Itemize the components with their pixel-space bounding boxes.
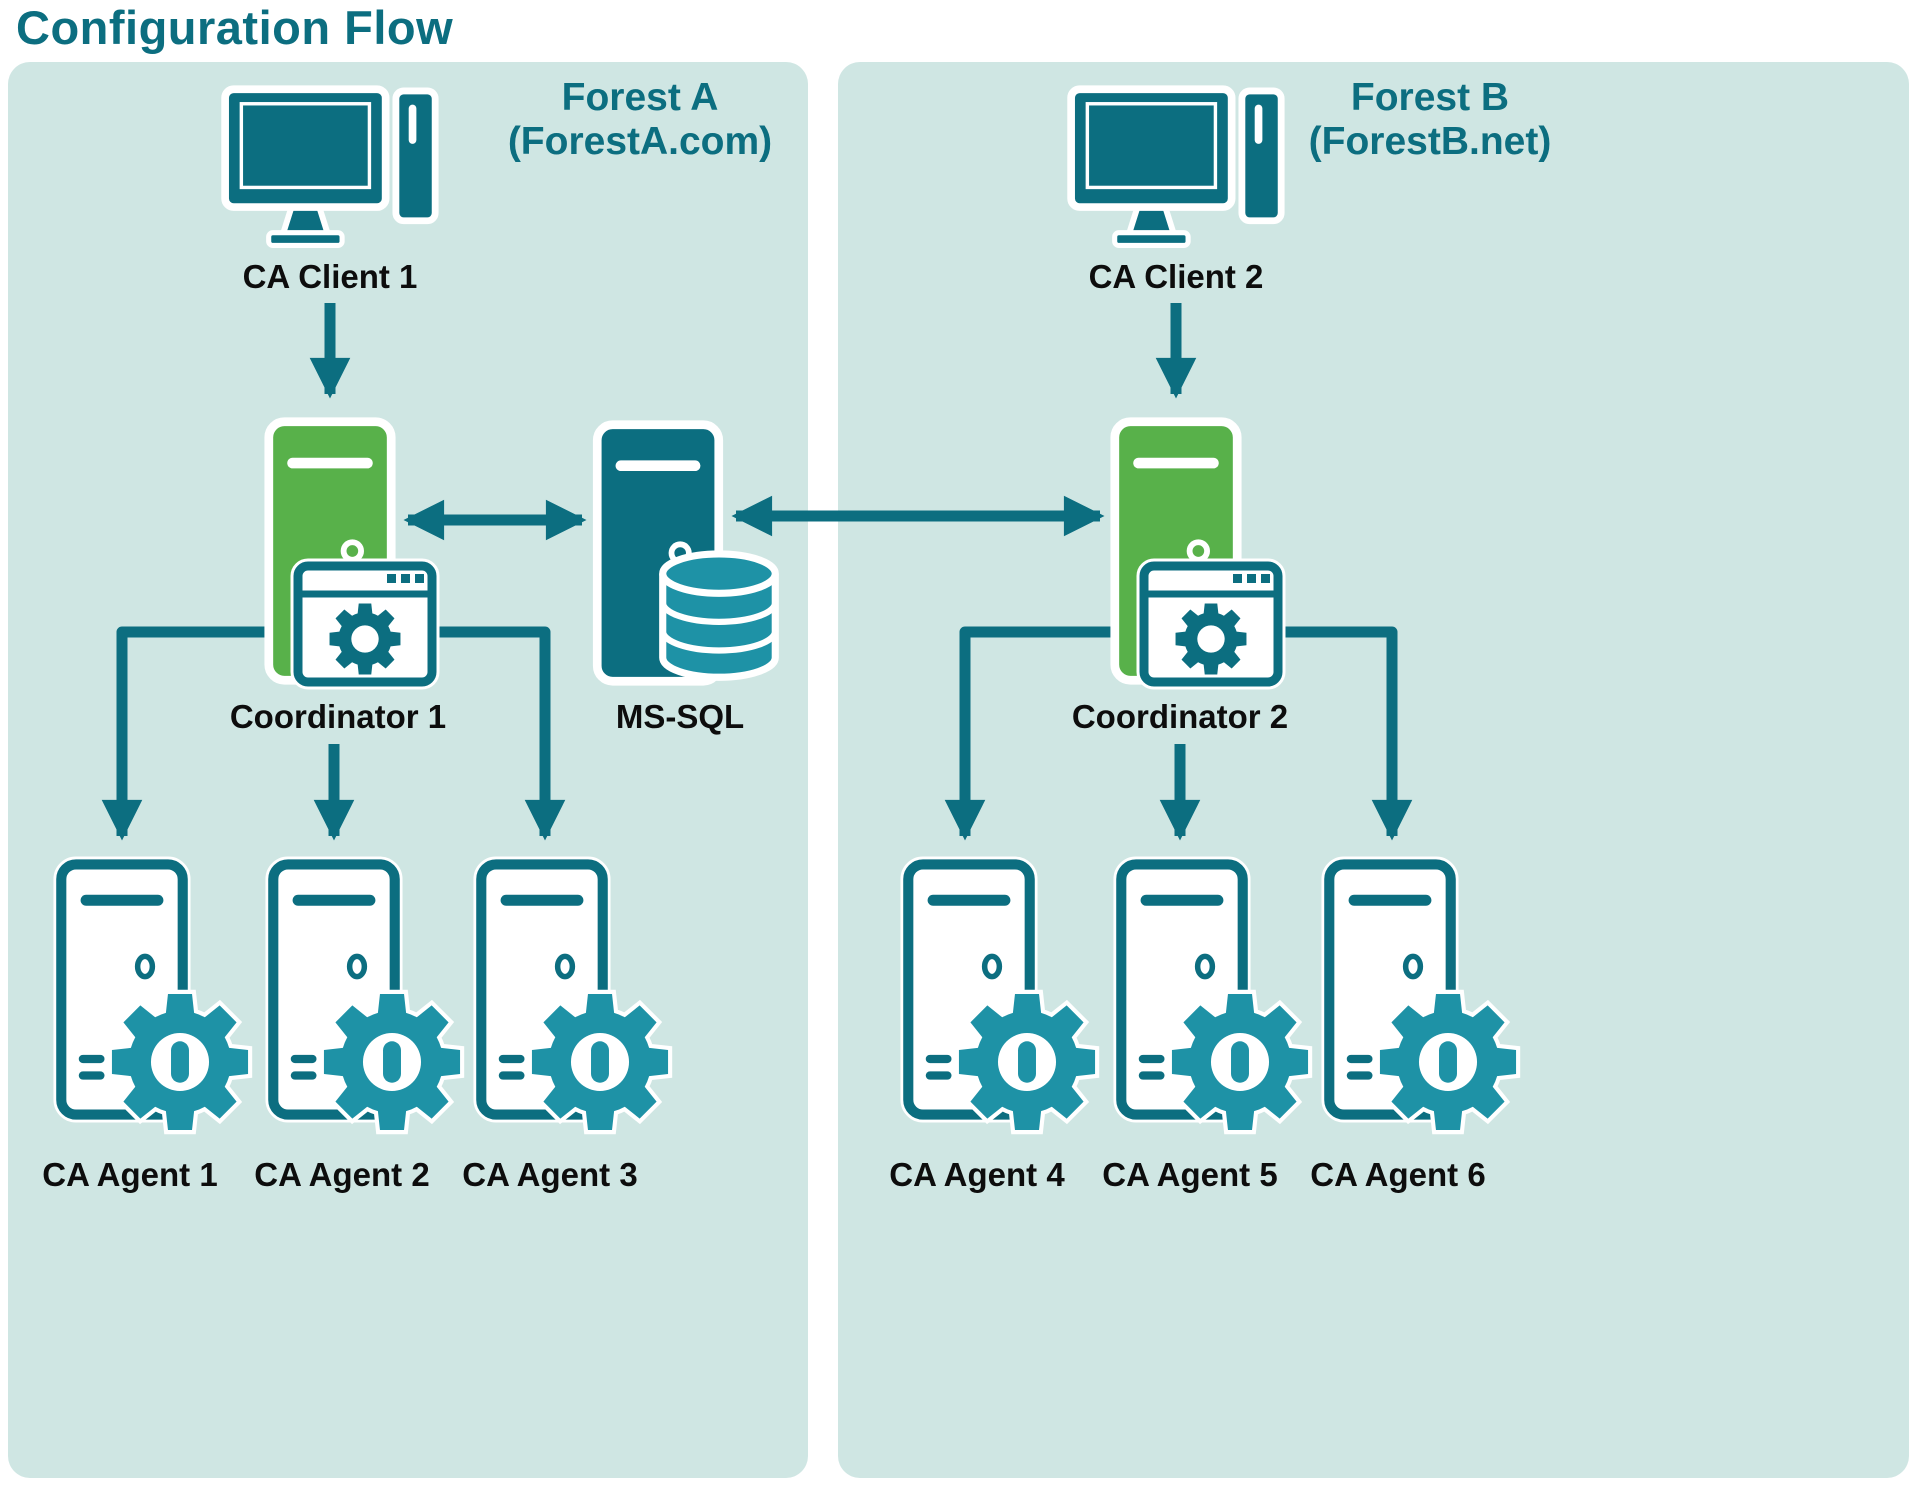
agent3-label: CA Agent 3 xyxy=(462,1156,638,1193)
agent5-label: CA Agent 5 xyxy=(1102,1156,1278,1193)
agent4-gear-icon xyxy=(951,986,1103,1138)
agent2-gear-icon xyxy=(316,986,468,1138)
database-label: MS-SQL xyxy=(615,698,745,735)
agent4-label: CA Agent 4 xyxy=(889,1156,1065,1193)
forest-b-domain: (ForestB.net) xyxy=(1308,120,1552,164)
forest-b-title: Forest B (ForestB.net) xyxy=(1230,76,1630,165)
forest-a-name: Forest A xyxy=(561,76,719,119)
coordinator2-label: Coordinator 2 xyxy=(1071,698,1289,735)
client1-label: CA Client 1 xyxy=(242,258,418,295)
forest-a-domain: (ForestA.com) xyxy=(507,120,773,164)
agent1-gear-icon xyxy=(104,986,256,1138)
client2-computer-icon xyxy=(1066,84,1288,255)
coordinator1-label: Coordinator 1 xyxy=(229,698,447,735)
forest-a-title: Forest A (ForestA.com) xyxy=(460,76,820,165)
forest-b-panel xyxy=(838,62,1909,1478)
agent2-label: CA Agent 2 xyxy=(254,1156,430,1193)
page-title: Configuration Flow xyxy=(16,1,454,54)
client2-label: CA Client 2 xyxy=(1088,258,1264,295)
client1-computer-icon xyxy=(220,84,442,255)
forest-b-name: Forest B xyxy=(1350,76,1510,119)
agent3-gear-icon xyxy=(524,986,676,1138)
agent6-label: CA Agent 6 xyxy=(1310,1156,1486,1193)
agent1-label: CA Agent 1 xyxy=(42,1156,218,1193)
agent6-gear-icon xyxy=(1372,986,1524,1138)
database-icon xyxy=(652,545,786,688)
coordinator2-gear-window-icon xyxy=(1136,558,1286,690)
agent5-gear-icon xyxy=(1164,986,1316,1138)
coordinator1-gear-window-icon xyxy=(290,558,440,690)
